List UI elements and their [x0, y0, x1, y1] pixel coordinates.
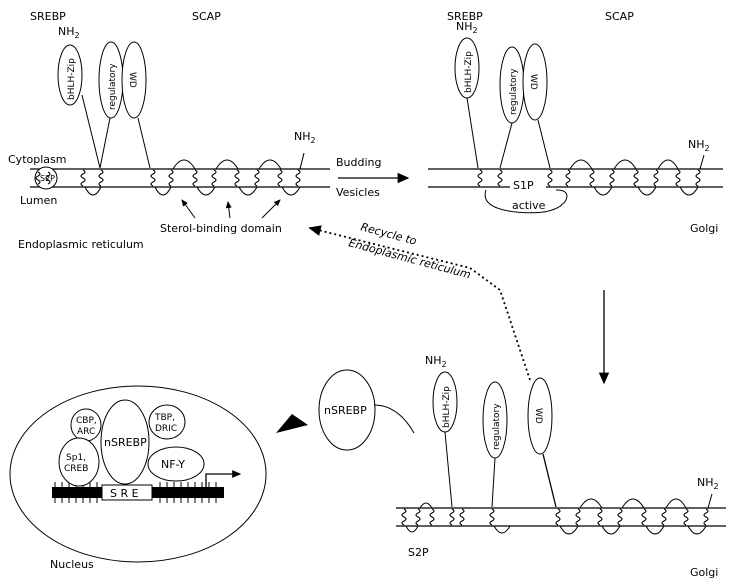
scap-nh2-right: NH2: [688, 138, 710, 153]
s2p-er-label: S2P: [40, 174, 55, 183]
free-nsrebp: nSREBP: [276, 369, 415, 451]
cytoplasm-label: Cytoplasm: [8, 153, 66, 166]
srebp-label-right: SREBP: [447, 10, 483, 23]
er-tm-2: [98, 169, 104, 187]
er-label: Endoplasmic reticulum: [18, 238, 144, 251]
bhlh-zip-label-bottom: bHLH-Zip: [442, 386, 452, 428]
nsrebp-bound: [100, 399, 150, 485]
er-loop-cyto-3: [258, 159, 282, 170]
sp1-creb-factor: [58, 437, 100, 487]
er-loop-lumen-4: [238, 186, 258, 196]
nsrebp-free-oval: [318, 369, 376, 451]
er-tm-9: [277, 169, 283, 187]
tbp-label: TBP,: [154, 413, 175, 423]
recycle-arrow: [308, 225, 531, 381]
cbp-label: CBP,: [76, 416, 97, 426]
nucleus-panel: S R E nSREBP CBP, ARC TBP, DRIC Sp1, CRE…: [9, 385, 267, 571]
scap-nterm-line: [299, 152, 305, 170]
er-loop-lumen-1: [84, 186, 102, 196]
transcription-start-arrow: [205, 470, 242, 487]
sterol-binding-label: Sterol-binding domain: [160, 222, 282, 235]
nsrebp-free-label: nSREBP: [324, 404, 367, 417]
wd-label-bottom: WD: [533, 408, 543, 424]
wd-label-golgi: WD: [528, 74, 538, 90]
er-tm-8: [254, 169, 260, 187]
er-loop-lumen-5: [281, 186, 301, 196]
scap-nh2-bottom: NH2: [697, 476, 719, 491]
er-panel: SREBP SCAP NH2 bHLH-Zip regulatory WD: [8, 10, 330, 251]
arc-label: ARC: [77, 427, 95, 437]
srebp-nh2-left: NH2: [58, 25, 80, 40]
wd-tether: [137, 117, 151, 169]
wd-label: WD: [127, 72, 137, 88]
golgi-label-bottom: Golgi: [690, 566, 718, 579]
er-tm-6: [211, 169, 217, 187]
vesicles-label: Vesicles: [336, 186, 380, 199]
srebp-tether: [81, 94, 101, 169]
er-loop-cyto-1: [172, 159, 196, 170]
nsrebp-bound-label: nSREBP: [104, 436, 147, 449]
regulatory-label-bottom: regulatory: [492, 403, 502, 450]
nf-y-factor: [147, 446, 205, 482]
bhlh-zip-domain: [57, 44, 83, 106]
s1p-active-label: active: [512, 199, 546, 212]
er-loop-lumen-3: [196, 186, 216, 196]
bhlh-zip-label-golgi: bHLH-Zip: [464, 51, 474, 93]
scap-label-right: SCAP: [605, 10, 634, 23]
er-tm-3: [150, 169, 156, 187]
nucleus-membrane: [9, 385, 267, 563]
s2p-label-bottom: S2P: [408, 546, 429, 559]
tbp-dric-factor: [148, 404, 186, 440]
er-loop-cyto-2: [215, 159, 239, 170]
lumen-label: Lumen: [20, 194, 57, 207]
er-loop-lumen-2: [154, 186, 172, 196]
creb-label: CREB: [64, 464, 88, 474]
bhlh-zip-label: bHLH-Zip: [67, 58, 77, 100]
golgi-panel-bottom: NH2 bHLH-Zip regulatory WD: [396, 354, 726, 579]
wd-domain-bottom: [527, 377, 553, 455]
sre-label: S R E: [110, 487, 139, 500]
scap-label-left: SCAP: [192, 10, 221, 23]
scap-nh2-left: NH2: [294, 130, 316, 145]
import-arrowhead: [276, 414, 308, 433]
wd-domain: [121, 41, 147, 119]
s1p-label: S1P: [513, 179, 534, 192]
recycle-pathway: Recycle to Endoplasmic reticulum: [308, 220, 531, 381]
golgi-label-top: Golgi: [690, 222, 718, 235]
wd-domain-golgi: [522, 43, 548, 121]
srebp-nh2-right: NH2: [456, 20, 478, 35]
golgi-panel-top: SREBP SCAP NH2 bHLH-Zip regulatory WD NH…: [428, 10, 723, 235]
er-tm-7: [234, 169, 240, 187]
nucleus-label: Nucleus: [50, 558, 94, 571]
er-tm-1: [80, 169, 86, 187]
er-tm-10: [295, 169, 301, 187]
er-tm-4: [168, 169, 174, 187]
budding-transition: Budding Vesicles: [336, 156, 410, 199]
srebp-label-left: SREBP: [30, 10, 66, 23]
regulatory-tether: [99, 117, 111, 169]
regulatory-label: regulatory: [108, 63, 118, 110]
bhlh-nh2-bottom: NH2: [425, 354, 447, 369]
sp1-label: Sp1,: [66, 453, 86, 463]
dric-label: DRIC: [155, 424, 177, 434]
sre-element: [101, 484, 153, 501]
s1p-active-region: [484, 189, 568, 214]
regulatory-label-golgi: regulatory: [509, 68, 519, 115]
nf-y-label: NF-Y: [161, 458, 185, 471]
er-tm-5: [192, 169, 198, 187]
budding-label: Budding: [336, 156, 382, 169]
